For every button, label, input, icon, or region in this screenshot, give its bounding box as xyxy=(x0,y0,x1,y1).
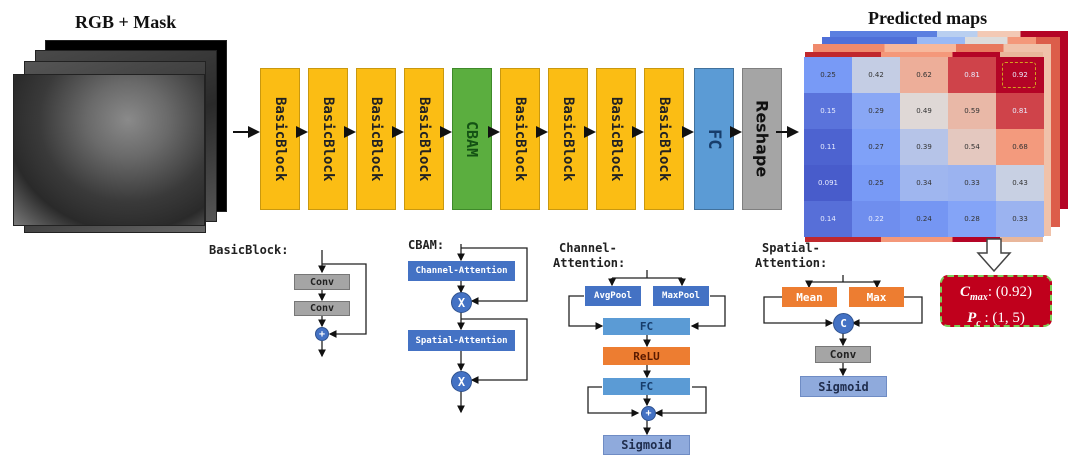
pipeline-basicblock-8: BasicBlock xyxy=(644,68,684,210)
channel-relu: ReLU xyxy=(603,347,690,365)
heatmap-cell: 0.81 xyxy=(948,57,996,93)
multiply-icon: X xyxy=(451,371,472,392)
heatmap-cell: 0.39 xyxy=(900,129,948,165)
heatmap-cell: 0.24 xyxy=(900,201,948,237)
heatmap-cell: 0.43 xyxy=(996,165,1044,201)
pipeline-basicblock-5: BasicBlock xyxy=(500,68,540,210)
channel-maxpool: MaxPool xyxy=(653,286,709,306)
rgb-frame-1 xyxy=(13,74,205,226)
add-icon: + xyxy=(315,327,329,341)
channel-fc-2: FC xyxy=(603,378,690,395)
heatmap-cell: 0.22 xyxy=(852,201,900,237)
heatmap-cell: 0.59 xyxy=(948,93,996,129)
down-hollow-arrow-icon xyxy=(976,238,1012,272)
pipeline-basicblock-2: BasicBlock xyxy=(308,68,348,210)
cbam-spatial-attention: Spatial-Attention xyxy=(408,330,515,351)
spatial-mean: Mean xyxy=(782,287,837,307)
concat-icon: C xyxy=(833,313,854,334)
input-title: RGB + Mask xyxy=(75,12,177,32)
pipeline-basicblock-1: BasicBlock xyxy=(260,68,300,210)
heatmap-cell: 0.25 xyxy=(852,165,900,201)
heatmap-cell: 0.34 xyxy=(900,165,948,201)
spatial-attention-title: Spatial- Attention: xyxy=(755,241,828,270)
heatmap-cell: 0.42 xyxy=(852,57,900,93)
multiply-icon: X xyxy=(451,292,472,313)
cbam-title: CBAM: xyxy=(408,238,445,252)
heatmap-cell: 0.29 xyxy=(852,93,900,129)
pc-line: Pc : (1, 5) xyxy=(967,310,1025,329)
heatmap-cell: 0.14 xyxy=(804,201,852,237)
pipeline-basicblock-4: BasicBlock xyxy=(404,68,444,210)
channel-fc-1: FC xyxy=(603,318,690,335)
add-icon: + xyxy=(641,406,656,421)
pipeline-cbam: CBAM xyxy=(452,68,492,210)
pipeline-basicblock-6: BasicBlock xyxy=(548,68,588,210)
result-box: Cmax: (0.92) Pc : (1, 5) xyxy=(940,275,1052,329)
cmax-line: Cmax: (0.92) xyxy=(960,284,1032,303)
heatmap-cell: 0.49 xyxy=(900,93,948,129)
heatmap-cell: 0.33 xyxy=(948,165,996,201)
heatmap-cell: 0.25 xyxy=(804,57,852,93)
pipeline-reshape: Reshape xyxy=(742,68,782,210)
heatmap-cell: 0.54 xyxy=(948,129,996,165)
heatmap-cell: 0.62 xyxy=(900,57,948,93)
pipeline-basicblock-3: BasicBlock xyxy=(356,68,396,210)
output-title: Predicted maps xyxy=(868,8,988,28)
heatmap-cell: 0.15 xyxy=(804,93,852,129)
channel-avgpool: AvgPool xyxy=(585,286,641,306)
heatmap-cell: 0.81 xyxy=(996,93,1044,129)
heatmap-cell: 0.68 xyxy=(996,129,1044,165)
max-cell-highlight xyxy=(1002,62,1036,88)
heatmap-cell: 0.091 xyxy=(804,165,852,201)
spatial-max: Max xyxy=(849,287,904,307)
spatial-sigmoid: Sigmoid xyxy=(800,376,887,397)
spatial-conv: Conv xyxy=(815,346,871,363)
pipeline-fc: FC xyxy=(694,68,734,210)
heatmap-cell: 0.11 xyxy=(804,129,852,165)
basicblock-conv-1: Conv xyxy=(294,274,350,290)
pipeline-basicblock-7: BasicBlock xyxy=(596,68,636,210)
channel-attention-title: Channel- Attention: xyxy=(553,241,626,270)
basicblock-title: BasicBlock: xyxy=(209,243,289,257)
heatmap-cell: 0.28 xyxy=(948,201,996,237)
channel-sigmoid: Sigmoid xyxy=(603,435,690,455)
cbam-channel-attention: Channel-Attention xyxy=(408,261,515,281)
heatmap-cell: 0.27 xyxy=(852,129,900,165)
heatmap-cell: 0.33 xyxy=(996,201,1044,237)
basicblock-conv-2: Conv xyxy=(294,301,350,316)
